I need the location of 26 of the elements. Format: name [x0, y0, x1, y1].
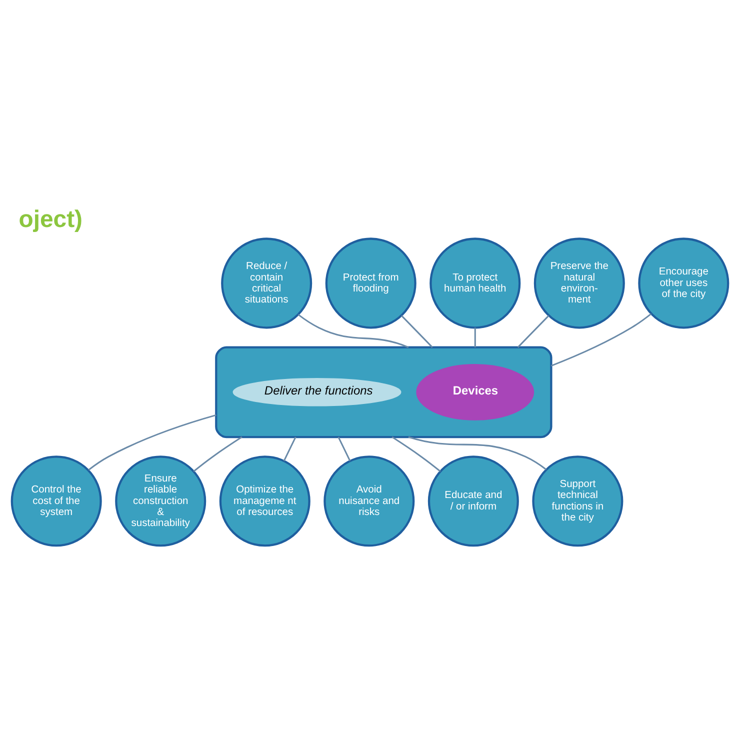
diagram-title: oject): [18, 206, 83, 233]
node-ellipse: Deliver the functions: [232, 378, 402, 406]
connector: [338, 436, 351, 461]
node-circle: Educate and / or inform: [428, 455, 519, 546]
node-circle: Reduce / contain critical situations: [221, 237, 312, 328]
connector: [517, 314, 550, 348]
node-circle: Avoid nuisance and risks: [324, 455, 415, 546]
node-circle: Preserve the natural environ- ment: [534, 237, 625, 328]
node-circle: Encourage other uses of the city: [638, 237, 730, 328]
node-circle: Ensure reliable construction & sustainability: [115, 455, 206, 546]
node-ellipse: Devices: [416, 363, 534, 420]
node-circle: Optimize the manageme nt of resources: [219, 455, 310, 546]
cluster: [215, 346, 552, 438]
node-circle: Control the cost of the system: [10, 455, 102, 546]
connector: [193, 436, 242, 472]
connector: [88, 414, 216, 470]
connector: [298, 313, 409, 348]
connector: [550, 312, 652, 366]
node-circle: Protect from flooding: [325, 237, 416, 328]
connector: [392, 436, 441, 472]
node-circle: Support technical functions in the city: [532, 455, 624, 546]
connector: [408, 436, 547, 470]
node-circle: To protect human health: [430, 237, 521, 328]
connector: [401, 314, 433, 348]
connector: [283, 436, 296, 461]
connector: [474, 327, 476, 347]
